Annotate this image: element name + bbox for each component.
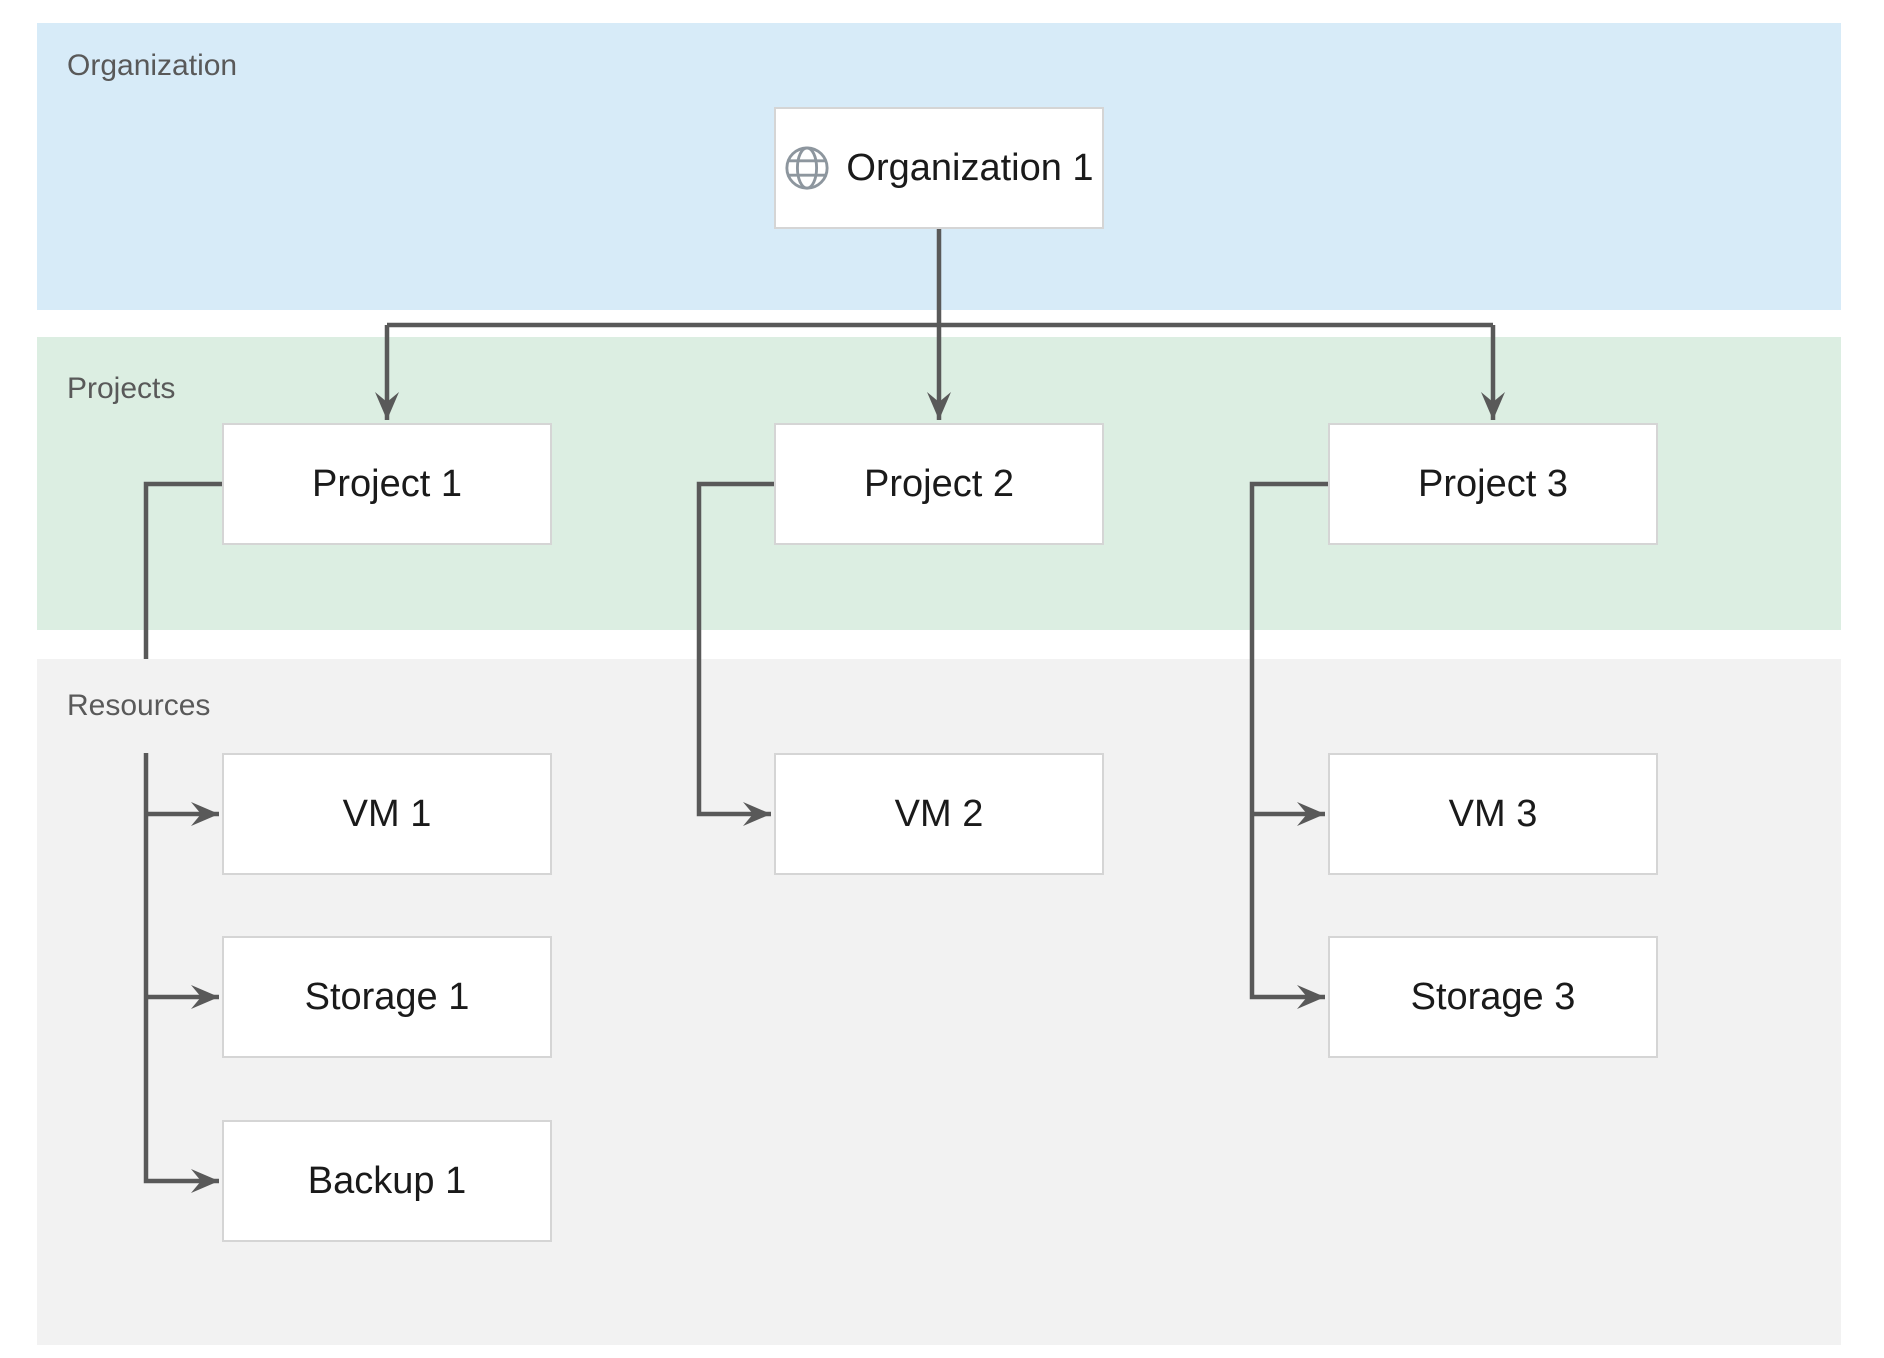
organization-band-label: Organization (67, 49, 238, 82)
connector-project1-elbow-upper (143, 481, 222, 659)
node-organization-1: Organization 1 (774, 107, 1104, 229)
node-storage-3: Storage 3 (1328, 936, 1658, 1058)
node-label: Organization 1 (846, 146, 1094, 189)
node-label: Project 2 (864, 462, 1014, 505)
node-project-1: Project 1 (222, 423, 552, 545)
node-label: Project 1 (312, 462, 462, 505)
node-storage-1: Storage 1 (222, 936, 552, 1058)
node-label: Project 3 (1418, 462, 1568, 505)
node-backup-1: Backup 1 (222, 1120, 552, 1242)
resources-band-label: Resources (67, 689, 211, 722)
node-project-3: Project 3 (1328, 423, 1658, 545)
node-vm-2: VM 2 (774, 753, 1104, 875)
node-label: Storage 1 (304, 975, 470, 1018)
connector-project2-to-vm2 (696, 481, 774, 826)
projects-band-label: Projects (67, 372, 176, 405)
node-label: Backup 1 (307, 1159, 467, 1202)
connector-project3-to-storage3 (1249, 481, 1328, 1009)
node-label: VM 1 (342, 792, 432, 835)
connector-project1-to-backup1 (143, 753, 219, 1193)
node-vm-1: VM 1 (222, 753, 552, 875)
globe-icon (784, 145, 830, 191)
node-vm-3: VM 3 (1328, 753, 1658, 875)
node-label: VM 3 (1448, 792, 1538, 835)
node-label: Storage 3 (1410, 975, 1576, 1018)
node-project-2: Project 2 (774, 423, 1104, 545)
node-label: VM 2 (894, 792, 984, 835)
